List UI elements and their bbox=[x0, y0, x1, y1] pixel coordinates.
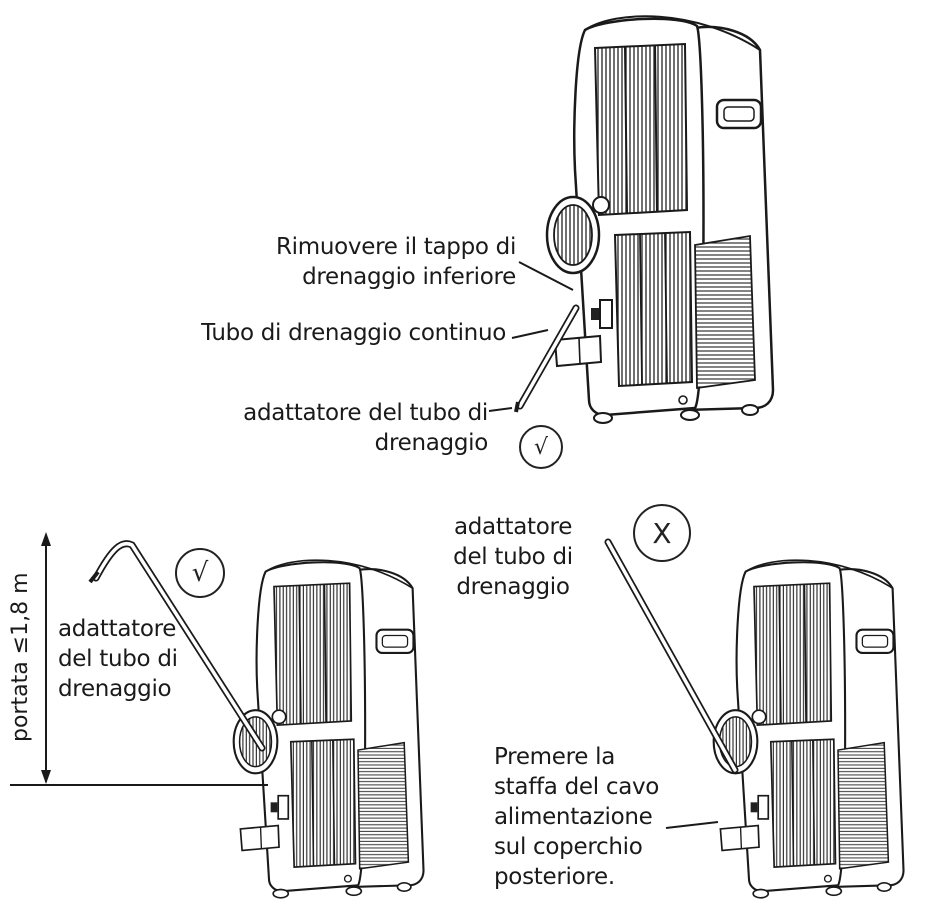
leader-adapter-top bbox=[488, 407, 513, 412]
ac-unit-bottom-right bbox=[712, 559, 905, 899]
wrong-mark-right: X bbox=[633, 504, 691, 562]
drain-hose-top bbox=[514, 304, 580, 413]
leader-continuous-hose bbox=[511, 329, 549, 339]
ac-unit-top bbox=[545, 14, 775, 425]
ac-unit-bottom-left bbox=[232, 559, 425, 899]
label-adapter-left: adattatore del tubo di drenaggio bbox=[58, 616, 178, 702]
leader-remove-plug bbox=[518, 261, 574, 291]
correct-mark-left: √ bbox=[175, 548, 225, 598]
drain-hose-bottom-right bbox=[604, 538, 739, 774]
drain-hose-bottom-left bbox=[88, 540, 266, 752]
correct-mark-top: √ bbox=[519, 425, 563, 469]
leader-press-bracket bbox=[665, 821, 719, 829]
height-dimension bbox=[10, 532, 268, 786]
label-height-limit: portata ≤1,8 m bbox=[8, 572, 33, 742]
label-adapter-right: adattatore del tubo di drenaggio bbox=[453, 514, 573, 600]
label-continuous-hose: Tubo di drenaggio continuo bbox=[201, 320, 506, 346]
label-adapter-top: adattatore del tubo di drenaggio bbox=[243, 400, 488, 456]
label-remove-plug: Rimuovere il tappo di drenaggio inferior… bbox=[276, 234, 517, 290]
label-press-bracket: Premere la staffa del cavo alimentazione… bbox=[494, 744, 660, 890]
